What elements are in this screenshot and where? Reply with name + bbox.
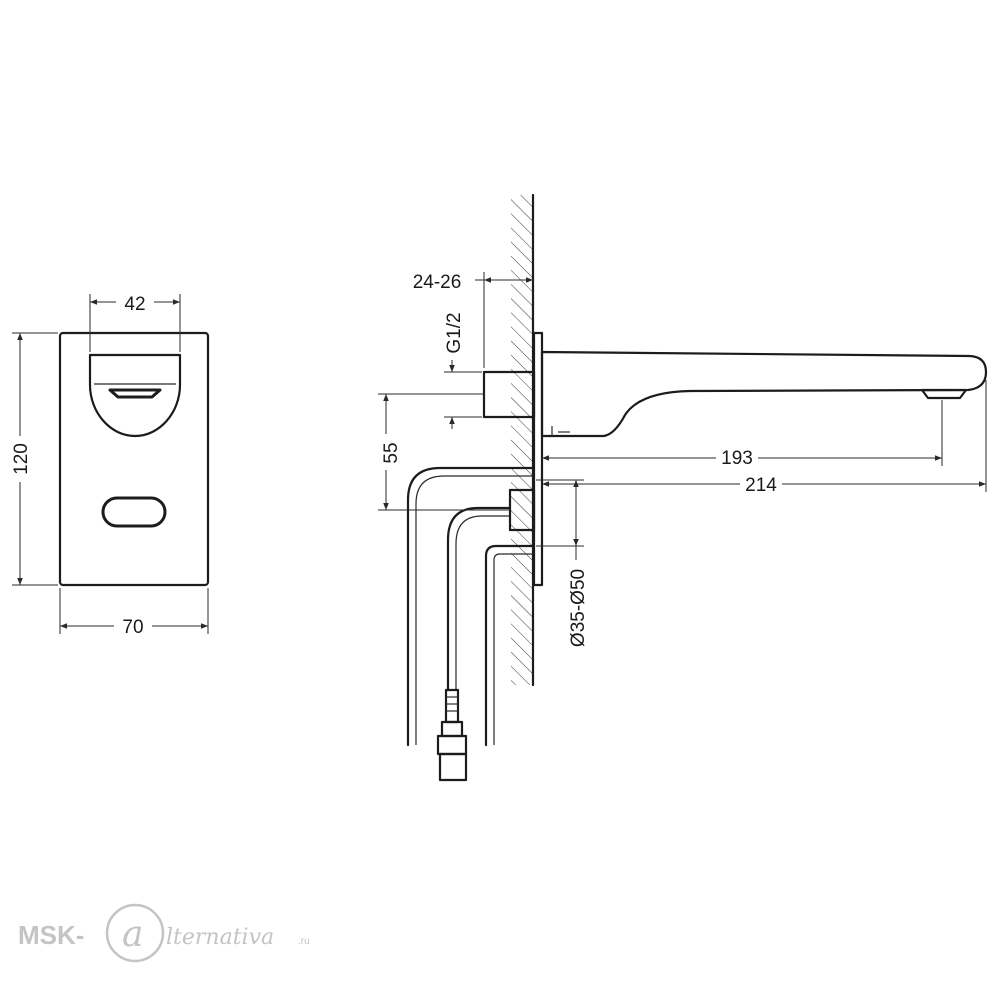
dimension-thread-label: G1/2 (444, 312, 465, 353)
dimension-plate-height-label: 120 (11, 443, 32, 475)
conduit-outer-wall (406, 466, 534, 747)
dimension-thread: G1/2 (444, 312, 482, 429)
dimension-outlet-projection-label: 193 (721, 448, 753, 469)
conduit-inner-wall-right (493, 553, 532, 745)
dimension-total-projection-label: 214 (745, 475, 777, 496)
sensor-cable-inner (455, 515, 510, 690)
conduit-inner-wall (415, 475, 532, 745)
dimension-total-projection: 214 (542, 380, 987, 496)
sensor-window (101, 496, 167, 528)
conduit-outer-wall-right (484, 544, 534, 747)
watermark-tld: .ru (298, 936, 310, 947)
watermark-circle (105, 903, 165, 963)
dimension-pipe-diameter: Ø35-Ø50 (536, 479, 589, 647)
dimension-pipe-diameter-label: Ø35-Ø50 (568, 569, 589, 647)
spout-body (540, 350, 988, 438)
dimension-inlet-height-label: 55 (381, 442, 402, 463)
mounting-plate (532, 331, 544, 587)
watermark-prefix: MSK- (18, 920, 84, 950)
watermark-suffix: lternativa (166, 925, 274, 950)
dimension-wall-thickness-label: 24-26 (413, 272, 462, 293)
watermark-logo: MSK- a lternativa .ru (18, 903, 310, 963)
front-view: 42 120 70 (9, 293, 210, 638)
dimension-plate-width: 70 (59, 588, 209, 638)
cover-plate (58, 331, 210, 587)
wall-hatch (511, 195, 533, 685)
dimension-wall-thickness: 24-26 (413, 272, 533, 368)
sensor-cable (446, 506, 512, 692)
cable-connector (436, 688, 468, 782)
aerator-slot (108, 388, 162, 399)
dimension-inlet-height: 55 (378, 393, 510, 511)
watermark-symbol: a (122, 914, 143, 955)
outlet-opening (88, 353, 182, 438)
dimension-plate-height: 120 (9, 332, 58, 586)
dimension-opening-width-label: 42 (124, 294, 145, 315)
dimension-outlet-projection: 193 (542, 400, 943, 469)
side-view: 24-26 G1/2 55 193 (378, 193, 988, 782)
spout-aerator (920, 388, 968, 400)
dimension-opening-width: 42 (89, 293, 181, 352)
dimension-plate-width-label: 70 (122, 617, 143, 638)
